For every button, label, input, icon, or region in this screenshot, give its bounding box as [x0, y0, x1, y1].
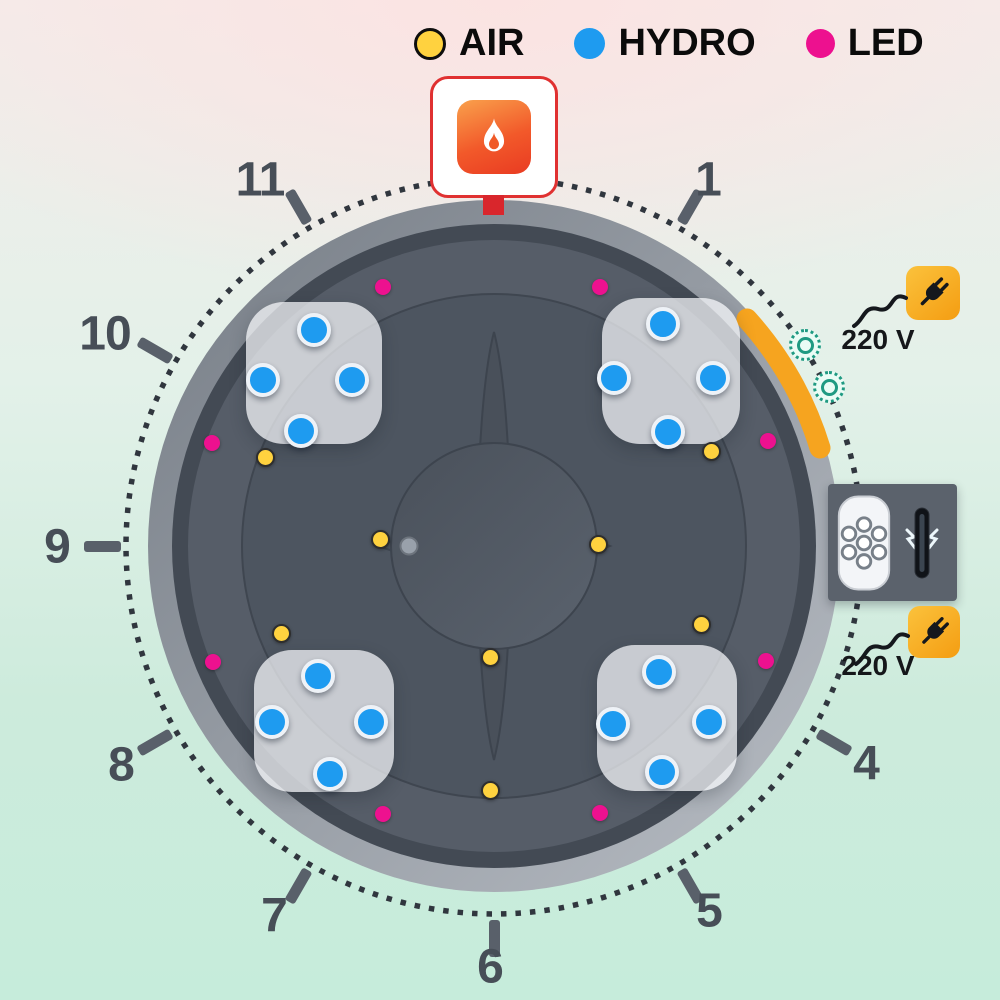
power-plug-icon: [908, 606, 960, 658]
led-light-dot: [204, 435, 220, 451]
hydro-jet-dot: [313, 757, 347, 791]
led-light-dot: [592, 805, 608, 821]
clock-number: 4: [853, 737, 880, 791]
led-light-dot: [375, 806, 391, 822]
hydro-jet-dot: [596, 707, 630, 741]
led-light-dot: [760, 433, 776, 449]
clock-tick: [83, 540, 121, 552]
hydro-jet-dot: [354, 705, 388, 739]
heater-badge[interactable]: [430, 76, 558, 198]
uv-lamp-icon: [905, 507, 939, 579]
legend-label: HYDRO: [618, 22, 756, 64]
clock-number: 10: [79, 307, 131, 361]
hydro-jet-dot: [597, 361, 631, 395]
power-cable: [854, 632, 910, 666]
hydro-jet-dot: [642, 655, 676, 689]
legend-item-led: LED: [805, 22, 924, 65]
hydro-jet-dot: [335, 363, 369, 397]
led-light-dot: [205, 654, 221, 670]
hydro-jet-dot: [297, 313, 331, 347]
air-jet-dot: [702, 442, 721, 461]
flow-knob-icon: [789, 329, 821, 361]
legend: AIR HYDRO LED: [414, 22, 924, 65]
power-plug-icon: [906, 266, 960, 320]
hydro-jet-dot: [646, 307, 680, 341]
air-jet-dot: [481, 648, 500, 667]
control-panel-arc: [736, 308, 831, 459]
air-jet-dot: [256, 448, 275, 467]
legend-item-hydro: HYDRO: [574, 22, 756, 65]
clock-number: 7: [261, 889, 288, 943]
heater-connector: [483, 195, 504, 215]
hydro-legend-icon: [574, 28, 606, 59]
pump-icon: [837, 495, 891, 591]
hydro-jet-dot: [255, 705, 289, 739]
air-jet-dot: [371, 530, 390, 549]
voltage-label-top: 220 V: [841, 324, 915, 355]
center-island: [390, 442, 598, 650]
led-light-dot: [375, 279, 391, 295]
air-jet-dot: [481, 781, 500, 800]
clock-number: 6: [477, 940, 504, 994]
legend-label: AIR: [459, 22, 525, 64]
clock-number: 11: [235, 153, 286, 207]
clock-number: 9: [44, 520, 71, 574]
hydro-jet-dot: [692, 705, 726, 739]
drain-knob: [399, 536, 419, 556]
flame-icon: [457, 100, 531, 174]
legend-item-air: AIR: [414, 22, 524, 65]
air-jet-dot: [589, 535, 608, 554]
clock-number: 1: [695, 153, 722, 207]
led-light-dot: [592, 279, 608, 295]
power-cable: [852, 294, 908, 328]
led-legend-icon: [805, 29, 835, 58]
hydro-jet-dot: [645, 755, 679, 789]
clock-number: 5: [696, 884, 723, 938]
led-light-dot: [758, 653, 774, 669]
air-legend-icon: [414, 27, 446, 60]
hydro-jet-dot: [246, 363, 280, 397]
clock-number: 8: [108, 738, 135, 792]
voltage-label-bottom: 220 V: [841, 650, 915, 681]
air-jet-dot: [272, 624, 291, 643]
hydro-jet-dot: [696, 361, 730, 395]
hydro-jet-dot: [284, 414, 318, 448]
flow-knob-icon: [813, 371, 845, 403]
hydro-jet-dot: [651, 415, 685, 449]
legend-label: LED: [847, 22, 924, 64]
air-jet-dot: [692, 615, 711, 634]
hydro-jet-dot: [301, 659, 335, 693]
